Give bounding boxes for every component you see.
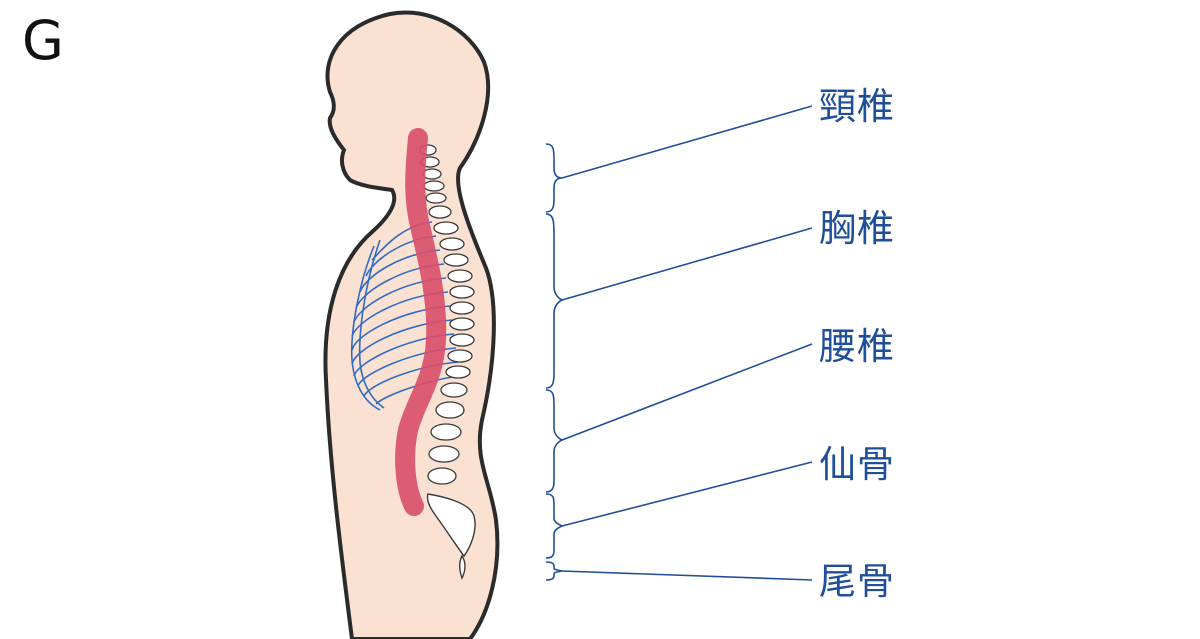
leader-sacrum <box>561 461 813 527</box>
bracket-coccyx <box>545 561 563 581</box>
label-cervical: 頸椎 <box>819 85 895 128</box>
label-lumbar: 腰椎 <box>819 325 895 368</box>
label-sacrum: 仙骨 <box>819 443 895 486</box>
label-coccyx: 尾骨 <box>819 560 895 603</box>
leader-coccyx <box>561 570 813 581</box>
bracket-lumbar <box>545 389 564 493</box>
figure-letter: G <box>22 9 64 72</box>
coccyx-bone <box>459 554 466 580</box>
vertebrae <box>419 144 475 485</box>
sacrum-bone <box>426 493 476 558</box>
leader-lines <box>561 105 813 581</box>
label-thoracic: 胸椎 <box>819 207 895 250</box>
region-brackets <box>545 143 564 581</box>
spine-highlight <box>395 128 447 516</box>
bracket-cervical <box>545 143 563 213</box>
leader-lumbar <box>561 343 813 441</box>
bracket-thoracic <box>545 213 564 389</box>
leader-cervical <box>561 105 813 179</box>
body-silhouette <box>323 10 500 639</box>
bracket-sacrum <box>545 493 564 559</box>
leader-thoracic <box>561 227 813 301</box>
